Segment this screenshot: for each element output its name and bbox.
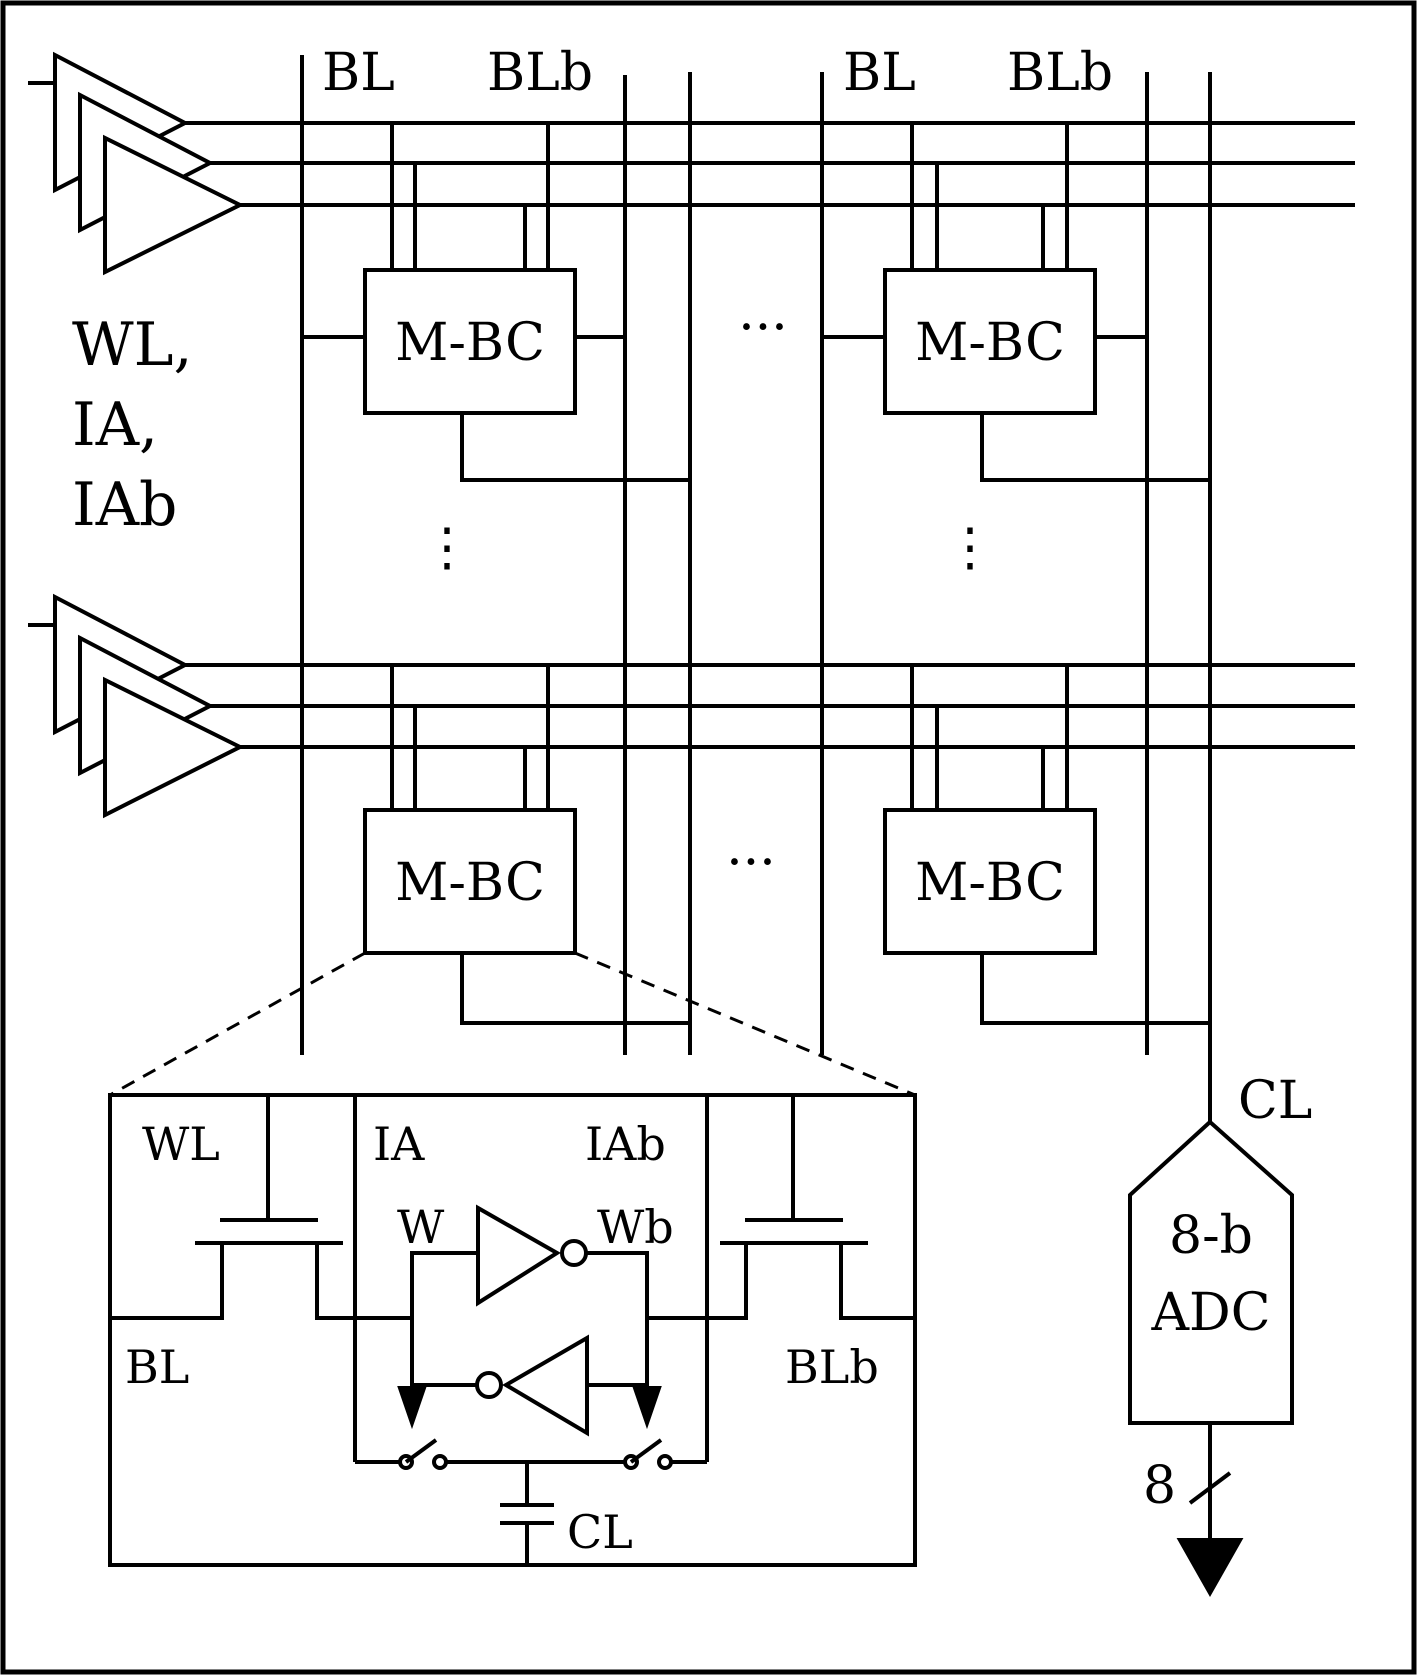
inverter-bubble <box>560 1239 588 1267</box>
adc-shape <box>1128 1119 1294 1425</box>
column-label-bl-2: BL <box>843 43 916 103</box>
detail-blb-label: BLb <box>785 1340 879 1394</box>
dots-horizontal-row2: ··· <box>726 833 776 893</box>
inverter-bubble <box>475 1371 503 1399</box>
adc-block <box>1128 1119 1294 1598</box>
mbc-cell-r1c2 <box>883 268 1097 415</box>
detail-ia-label: IA <box>373 1117 425 1171</box>
zoom-dashed-line-right <box>574 951 916 1097</box>
bitcell-detail <box>108 1093 917 1567</box>
driver-label-line-1: WL, <box>72 310 193 380</box>
cell-label-r2c1: M-BC <box>395 853 545 913</box>
driver-label-line-2: IA, <box>72 390 158 460</box>
labels: BL BLb BL BLb WL, IA, IAb M-BC M-BC M-BC… <box>72 43 1312 1559</box>
iab-driver-icon <box>103 134 245 276</box>
arrow-down-w-icon <box>397 1386 427 1430</box>
column-label-blb-1: BLb <box>487 43 593 103</box>
cell-label-r1c2: M-BC <box>915 313 1065 373</box>
inverter-feedback-icon <box>502 1334 589 1437</box>
detail-frame <box>108 1093 917 1567</box>
dots-vertical-col2: ⋮ <box>944 518 996 578</box>
cell-label-r1c1: M-BC <box>395 313 545 373</box>
detail-cl-label: CL <box>567 1505 633 1559</box>
column-label-bl-1: BL <box>322 43 395 103</box>
switch-contact <box>657 1454 673 1470</box>
switch-left-icon <box>404 1438 438 1464</box>
bus-width-slash <box>1188 1471 1232 1505</box>
adc-output-node-label: CL <box>1238 1071 1312 1131</box>
dots-vertical-col1: ⋮ <box>421 518 473 578</box>
detail-w-label: W <box>397 1200 445 1254</box>
down-arrow-icon <box>1176 1538 1244 1598</box>
adc-label-line-2: ADC <box>1150 1283 1270 1343</box>
row-1 <box>28 51 1355 482</box>
adc-bus-width-label: 8 <box>1143 1456 1176 1516</box>
switch-right-icon <box>629 1438 663 1464</box>
dots-horizontal-row1: ··· <box>738 298 788 358</box>
mbc-cell-r2c2 <box>883 808 1097 955</box>
detail-iab-label: IAb <box>585 1117 666 1171</box>
mbc-cell-r1c1 <box>363 268 577 415</box>
detail-bl-label: BL <box>125 1340 189 1394</box>
driver-label-line-3: IAb <box>72 470 177 540</box>
detail-wl-label: WL <box>142 1117 220 1171</box>
mbc-cell-r2c1 <box>363 808 577 955</box>
iab-driver-icon <box>103 676 245 819</box>
detail-wb-label: Wb <box>597 1200 674 1254</box>
row-2 <box>28 593 1355 1025</box>
switch-contact <box>432 1454 448 1470</box>
arrow-down-wb-icon <box>632 1386 662 1430</box>
cell-label-r2c2: M-BC <box>915 853 1065 913</box>
column-lines <box>300 55 1212 1122</box>
column-label-blb-2: BLb <box>1007 43 1113 103</box>
inverter-forward-icon <box>476 1204 561 1307</box>
zoom-dashed-line-left <box>109 951 366 1097</box>
adc-label-line-1: 8-b <box>1169 1206 1253 1266</box>
